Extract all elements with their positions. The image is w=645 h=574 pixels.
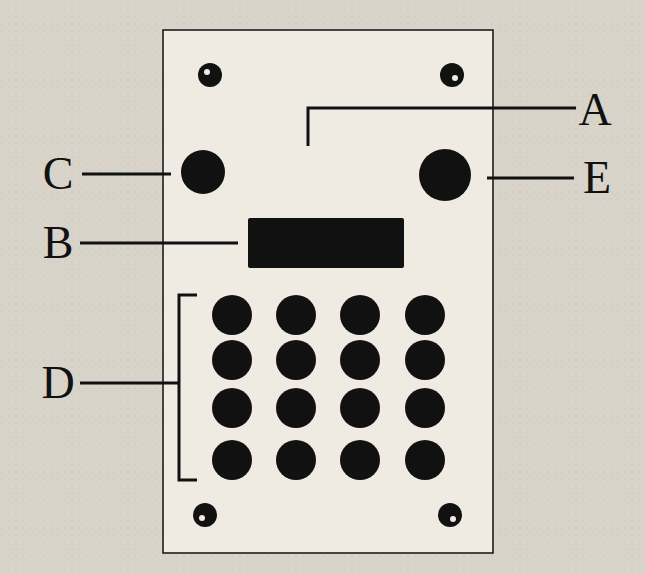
keypad-button	[276, 295, 316, 335]
keypad-button	[276, 340, 316, 380]
keypad-button	[212, 340, 252, 380]
keypad-button	[212, 440, 252, 480]
keypad-button	[405, 295, 445, 335]
callout-letter: B	[43, 220, 74, 266]
keypad-button	[340, 388, 380, 428]
screw-highlights	[199, 69, 458, 522]
keypad-button	[276, 440, 316, 480]
keypad-button	[340, 440, 380, 480]
keypad-button	[405, 440, 445, 480]
display-b	[248, 218, 404, 268]
screws	[193, 63, 464, 527]
callout-letter: A	[578, 87, 611, 133]
keypad-button	[340, 340, 380, 380]
knob-e	[419, 149, 471, 201]
callout-letter: C	[43, 151, 74, 197]
callout-letter: E	[583, 155, 611, 201]
leader-lines	[80, 108, 576, 480]
callout-letter: D	[41, 360, 74, 406]
keypad-button	[340, 295, 380, 335]
keypad-button	[405, 388, 445, 428]
knob-c	[181, 150, 225, 194]
keypad-d	[212, 295, 445, 480]
keypad-button	[405, 340, 445, 380]
keypad-button	[276, 388, 316, 428]
keypad-button	[212, 388, 252, 428]
keypad-button	[212, 295, 252, 335]
